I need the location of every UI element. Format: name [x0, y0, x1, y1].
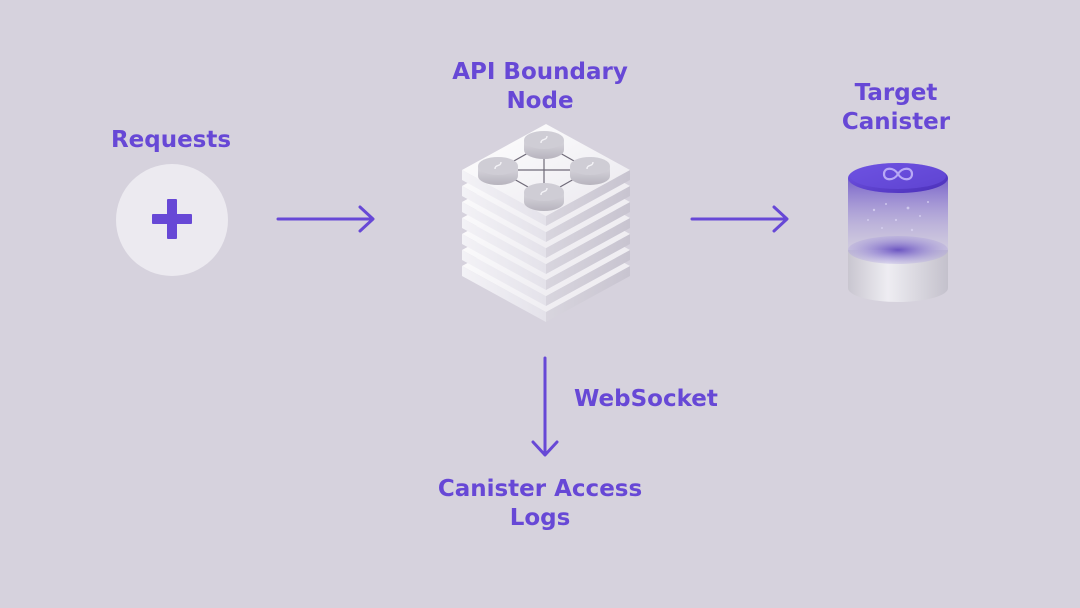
arrow-node-to-logs [531, 356, 559, 457]
canister-access-logs-label-line2: Logs [509, 505, 571, 531]
requests-label: Requests [110, 127, 232, 153]
api-boundary-node-label-line2: Node [506, 88, 574, 114]
node-puck [570, 157, 610, 185]
node-puck [478, 157, 518, 185]
arrow-requests-to-node [276, 205, 375, 233]
requests-node [116, 164, 228, 276]
target-canister-label-line2: Canister [841, 109, 951, 135]
canister-access-logs-label: Canister Access Logs [420, 475, 660, 533]
api-boundary-node-label: API Boundary Node [420, 58, 660, 116]
node-puck [524, 183, 564, 211]
node-puck [524, 131, 564, 159]
arrow-node-to-canister [690, 205, 789, 233]
infinity-logo-icon [882, 167, 914, 181]
target-canister-label-line1: Target [854, 80, 938, 106]
websocket-label: WebSocket [574, 386, 718, 412]
api-boundary-node-label-line1: API Boundary [452, 59, 628, 85]
target-canister-label: Target Canister [826, 79, 966, 137]
server-stack-icon [462, 124, 630, 322]
plus-icon [152, 199, 192, 239]
canister-icon [848, 163, 948, 302]
canister-access-logs-label-line1: Canister Access [437, 476, 643, 502]
